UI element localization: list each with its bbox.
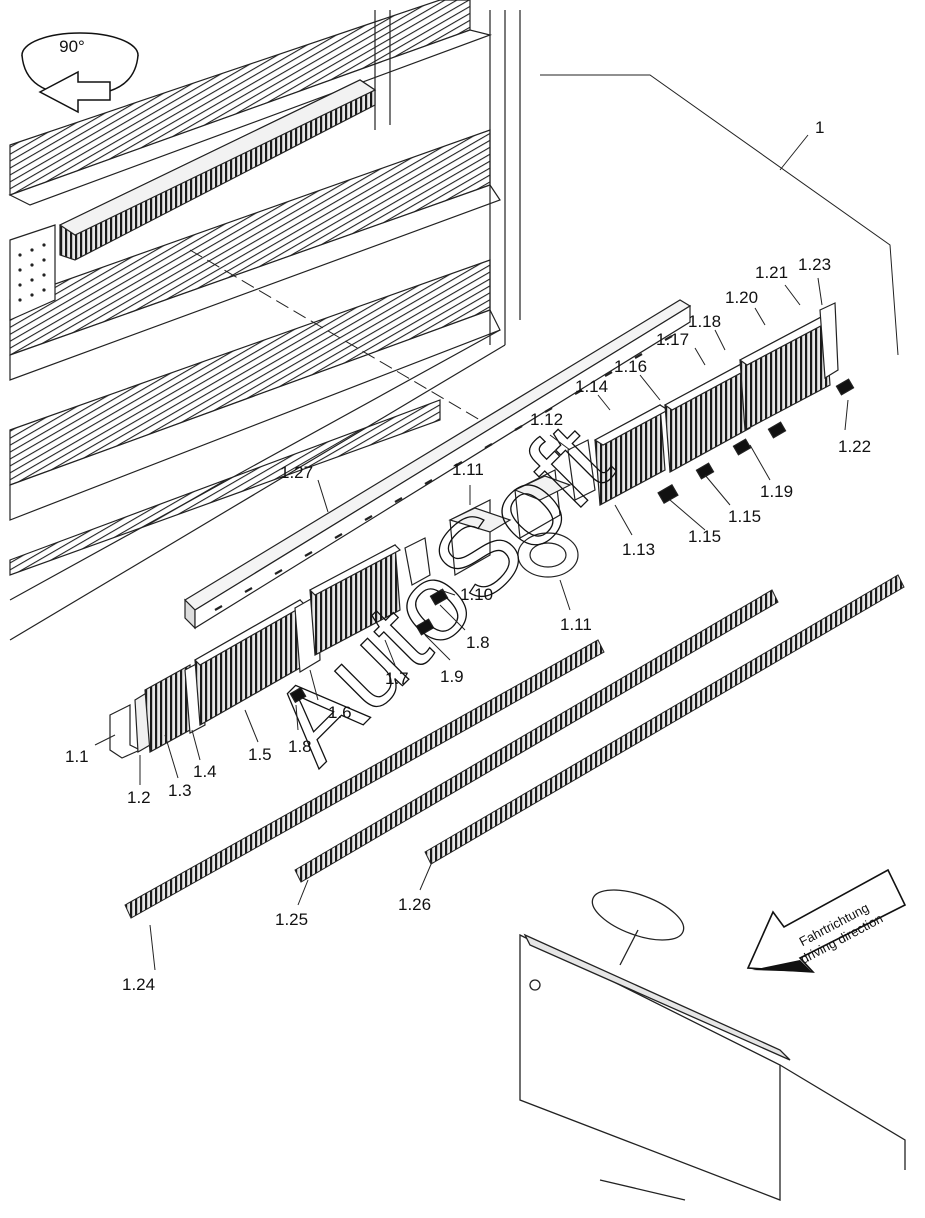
callout-1-25: 1.25 xyxy=(275,910,308,929)
callout-1-2: 1.2 xyxy=(127,788,151,807)
callout-1-1: 1.1 xyxy=(65,747,89,766)
callout-1-9: 1.9 xyxy=(440,667,464,686)
terminal-block-group-left xyxy=(109,537,449,759)
callout-1-13: 1.13 xyxy=(622,540,655,559)
callout-1-15b: 1.15 xyxy=(688,527,721,546)
cabinet-rack xyxy=(8,0,521,641)
marker-strips xyxy=(124,574,905,919)
callout-1-6: 1.6 xyxy=(328,703,352,722)
callout-1-15a: 1.15 xyxy=(728,507,761,526)
callout-1-4: 1.4 xyxy=(193,762,217,781)
terminal-block-group-right xyxy=(593,302,855,506)
rotation-indicator: 90° xyxy=(21,32,139,114)
driving-direction-arrow: Fahrtrichtung driving direction xyxy=(746,868,907,973)
callout-1-11a: 1.11 xyxy=(452,460,484,479)
callout-1-14: 1.14 xyxy=(575,377,608,396)
callout-leaders xyxy=(94,134,849,971)
callout-1-17: 1.17 xyxy=(656,330,689,349)
driver-cab xyxy=(519,889,906,1201)
callout-1-26: 1.26 xyxy=(398,895,431,914)
callout-1-27: 1.27 xyxy=(280,463,313,482)
relays xyxy=(448,439,596,578)
rotation-label: 90° xyxy=(59,37,85,56)
callout-1-19: 1.19 xyxy=(760,482,793,501)
callout-1-5: 1.5 xyxy=(248,745,272,764)
callout-1-8a: 1.8 xyxy=(288,737,312,756)
callout-1-18: 1.18 xyxy=(688,312,721,331)
callout-1-11b: 1.11 xyxy=(560,615,592,634)
callout-1-3: 1.3 xyxy=(168,781,192,800)
callout-1-10: 1.10 xyxy=(460,585,493,604)
callout-1-21: 1.21 xyxy=(755,263,788,282)
callout-1-23: 1.23 xyxy=(798,255,831,274)
callout-1-20: 1.20 xyxy=(725,288,758,307)
leader-lines xyxy=(189,74,899,421)
callout-1-12: 1.12 xyxy=(530,410,563,429)
din-rail xyxy=(184,299,692,630)
callout-1-24: 1.24 xyxy=(122,975,155,994)
callout-1-22: 1.22 xyxy=(838,437,871,456)
callout-1-8b: 1.8 xyxy=(466,633,490,652)
callout-1-16: 1.16 xyxy=(614,357,647,376)
callout-labels: 1 1.1 1.2 1.3 1.4 1.5 1.6 1.7 1.8 1.8 1.… xyxy=(65,118,871,994)
callout-1: 1 xyxy=(815,118,824,137)
callout-1-7: 1.7 xyxy=(385,669,409,688)
